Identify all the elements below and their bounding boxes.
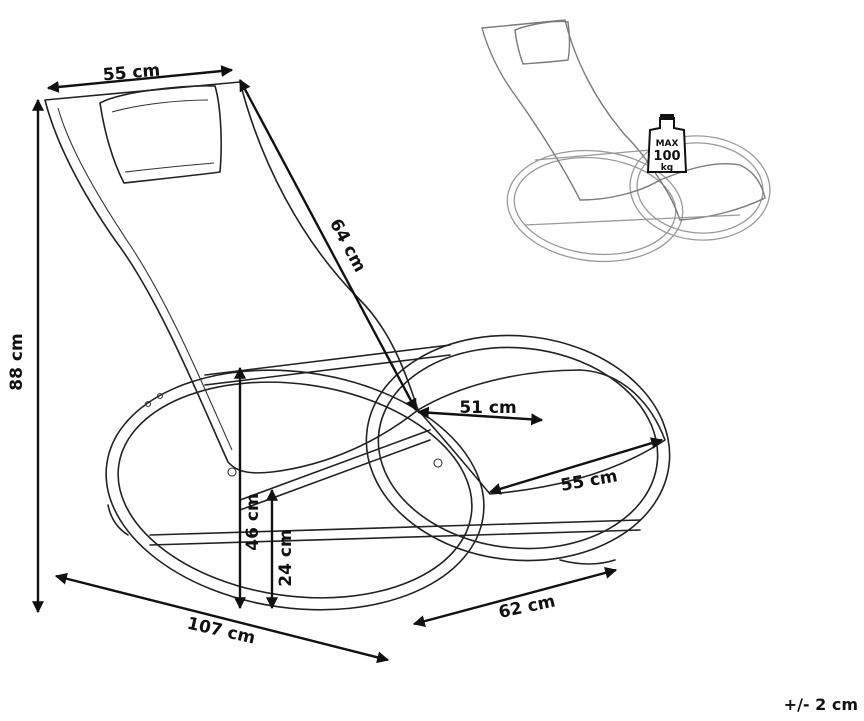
badge-value-label: 100 (653, 149, 680, 164)
badge-unit-label: kg (661, 163, 673, 173)
thumb-right-ring (629, 135, 771, 241)
label-low-height: 24 cm (276, 529, 296, 586)
right-rocker-ring-outer (365, 334, 671, 562)
sling-inner-edge (57, 107, 233, 451)
weight-handle-icon (660, 114, 674, 120)
label-seat-depth: 51 cm (459, 398, 516, 418)
dim-line-top-width (46, 65, 234, 93)
dimension-lines (32, 65, 664, 664)
dim-line-seat-depth (416, 406, 544, 426)
sling-seat (417, 369, 666, 495)
bolt-right-1 (433, 458, 443, 468)
cross-bar-front (149, 519, 641, 546)
dim-line-backrest-length (238, 78, 418, 412)
rocker-foot-left (107, 504, 129, 536)
label-total-width: 62 cm (497, 591, 557, 622)
label-top-width: 55 cm (102, 61, 161, 86)
thumb-sling (481, 19, 661, 201)
thumb-cross-bars (524, 149, 741, 226)
thumb-seat (658, 162, 766, 221)
dim-line-seat-width (488, 437, 664, 495)
label-seat-width: 55 cm (559, 466, 619, 496)
thumb-left-ring-inner (513, 156, 677, 256)
rocker-foot-right (559, 559, 616, 565)
bolt-left-1 (144, 400, 152, 408)
cross-bar-back (204, 344, 451, 386)
bolt-left-2 (156, 392, 164, 400)
thumb-left-ring (506, 149, 684, 263)
max-load-badge: MAX 100 kg (646, 114, 688, 173)
sling-backrest (44, 81, 419, 474)
dim-line-total-length (54, 572, 390, 664)
tolerance-note: +/- 2 cm (784, 695, 858, 714)
badge-max-label: MAX (656, 139, 679, 149)
label-backrest-length: 64 cm (325, 216, 370, 276)
right-rocker-ring-inner (377, 346, 659, 550)
label-total-height: 88 cm (7, 333, 27, 390)
thumbnail-chair-drawing (481, 19, 771, 263)
weight-icon (646, 117, 688, 173)
dim-line-total-width (412, 566, 618, 628)
bolt-left-3 (227, 467, 237, 477)
main-chair-drawing (44, 81, 671, 611)
label-seat-height: 46 cm (243, 493, 263, 550)
headrest-pillow-seam (111, 99, 215, 173)
thumb-pillow (514, 20, 571, 65)
